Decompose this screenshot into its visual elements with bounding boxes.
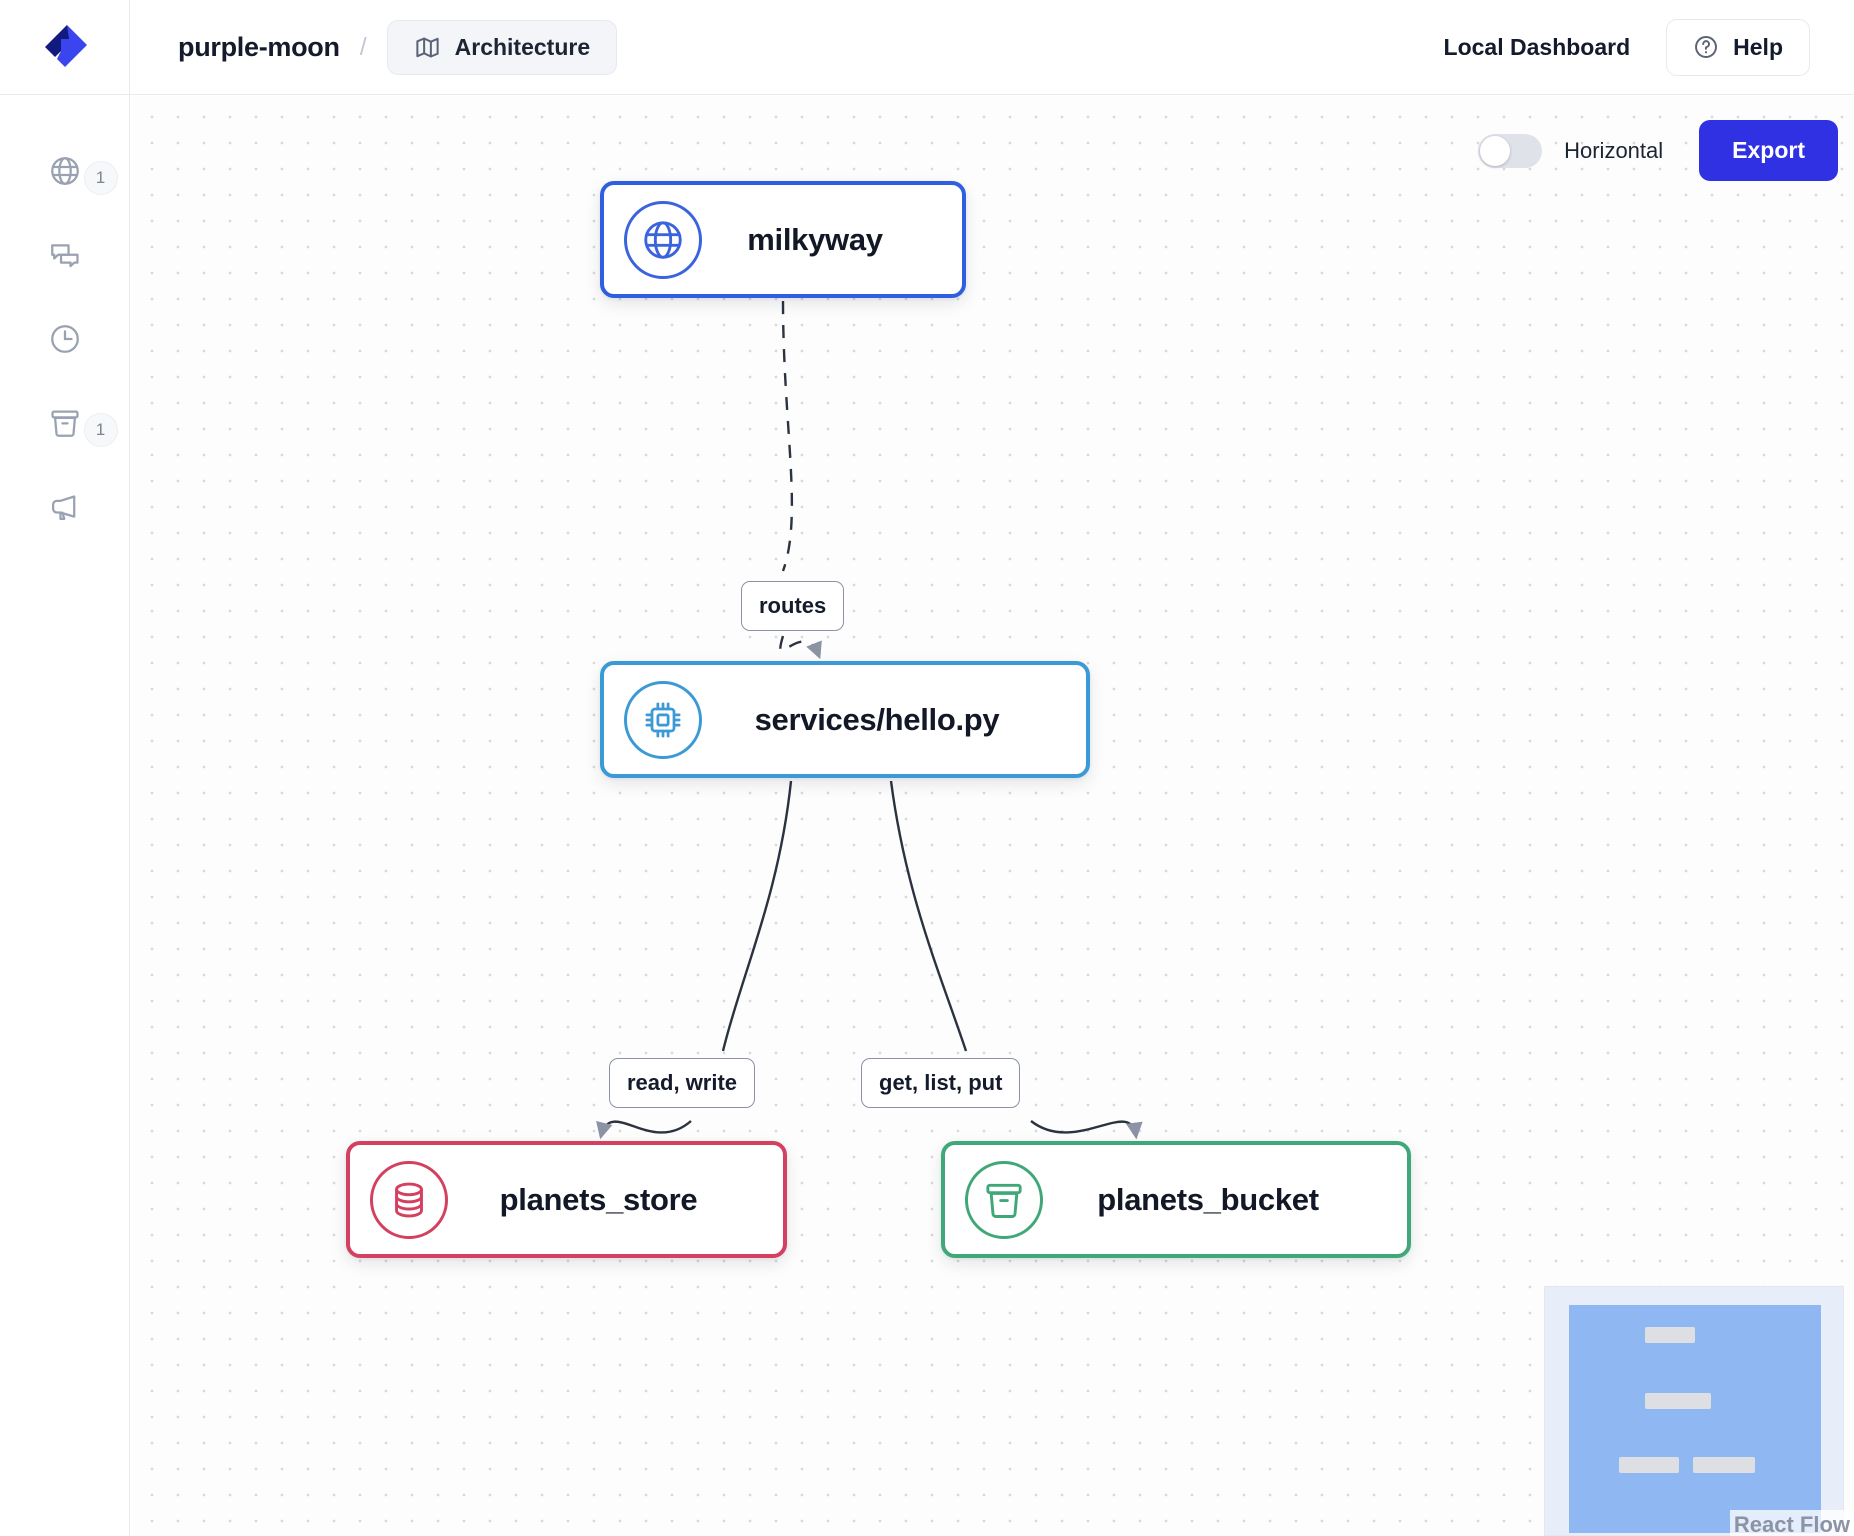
- graph-node-planets-bucket[interactable]: planets_bucket: [941, 1141, 1411, 1258]
- graph-node-planets-store[interactable]: planets_store: [346, 1141, 787, 1258]
- edge-readwrite-lower: [596, 1120, 692, 1140]
- toggle-knob: [1480, 135, 1511, 166]
- graph-node-services-hello-py[interactable]: services/hello.py: [600, 661, 1090, 778]
- canvas-toolbar: Horizontal Export: [1478, 120, 1838, 181]
- sidebar-item-schedules[interactable]: [26, 315, 104, 363]
- node-icon-wrapper: [965, 1160, 1043, 1239]
- tab-architecture-label: Architecture: [454, 33, 591, 60]
- app-logo[interactable]: [0, 0, 130, 95]
- clock-icon: [50, 325, 79, 353]
- graph-edges: [596, 300, 1143, 1140]
- tab-architecture[interactable]: Architecture: [386, 19, 618, 75]
- edge-label-routes[interactable]: routes: [741, 581, 845, 631]
- graph-node-label: milkyway: [747, 221, 883, 257]
- sidebar-item-topics[interactable]: [26, 483, 104, 531]
- globe-icon: [644, 220, 682, 259]
- project-name[interactable]: purple-moon: [178, 31, 340, 62]
- edge-label-get-list-put[interactable]: get, list, put: [861, 1058, 1021, 1108]
- graph-node-label: services/hello.py: [754, 701, 1000, 737]
- globe-icon: [50, 157, 79, 185]
- react-flow-attribution[interactable]: React Flow: [1729, 1510, 1854, 1536]
- export-button[interactable]: Export: [1699, 120, 1838, 181]
- sidebar-item-storage[interactable]: 1: [26, 399, 118, 447]
- map-icon: [416, 36, 439, 58]
- graph-node-milkyway[interactable]: milkyway: [600, 181, 966, 298]
- chip-icon: [645, 701, 681, 738]
- minimap[interactable]: [1544, 1286, 1844, 1536]
- help-button-label: Help: [1733, 33, 1783, 60]
- sidebar: 1 1: [0, 95, 130, 1536]
- bucket-icon: [50, 410, 79, 437]
- breadcrumb-separator: /: [359, 32, 367, 61]
- minimap-node: [1619, 1457, 1679, 1473]
- minimap-viewport[interactable]: [1569, 1305, 1821, 1533]
- sidebar-item-endpoints[interactable]: 1: [26, 147, 118, 195]
- megaphone-icon: [51, 495, 75, 521]
- app-header: purple-moon / Architecture Local Dashboa…: [0, 0, 1854, 95]
- breadcrumb: purple-moon / Architecture: [178, 19, 618, 75]
- node-icon-wrapper: [624, 680, 702, 759]
- edge-getlistput-lower: [1030, 1120, 1143, 1140]
- node-icon-wrapper: [370, 1160, 448, 1239]
- edge-label-read-write[interactable]: read, write: [609, 1058, 756, 1108]
- chat-icon: [50, 244, 79, 268]
- edge-routes-lower: [779, 635, 822, 660]
- graph-canvas[interactable]: Horizontal Export: [131, 96, 1854, 1536]
- node-icon-wrapper: [624, 200, 702, 279]
- help-button[interactable]: Help: [1666, 18, 1810, 76]
- sidebar-badge-storage: 1: [83, 413, 118, 447]
- minimap-node: [1645, 1327, 1695, 1343]
- local-dashboard-label: Local Dashboard: [1443, 33, 1631, 60]
- app-logo-icon: [44, 25, 87, 67]
- database-icon: [395, 1182, 423, 1217]
- edge-getlistput-upper: [889, 780, 968, 1052]
- edge-routes-upper: [781, 300, 794, 572]
- question-circle-icon: [1695, 36, 1718, 58]
- layout-direction-toggle[interactable]: [1478, 133, 1543, 168]
- graph-node-label: planets_store: [499, 1181, 698, 1217]
- sidebar-item-messages[interactable]: [26, 231, 104, 279]
- minimap-node: [1693, 1457, 1755, 1473]
- sidebar-badge-endpoints: 1: [83, 161, 118, 195]
- bucket-icon: [986, 1183, 1022, 1218]
- edge-readwrite-upper: [721, 780, 793, 1052]
- minimap-node: [1645, 1393, 1711, 1409]
- graph-node-label: planets_bucket: [1097, 1181, 1319, 1217]
- layout-direction-label: Horizontal: [1564, 137, 1664, 163]
- header-actions: Local Dashboard Help: [1443, 18, 1854, 76]
